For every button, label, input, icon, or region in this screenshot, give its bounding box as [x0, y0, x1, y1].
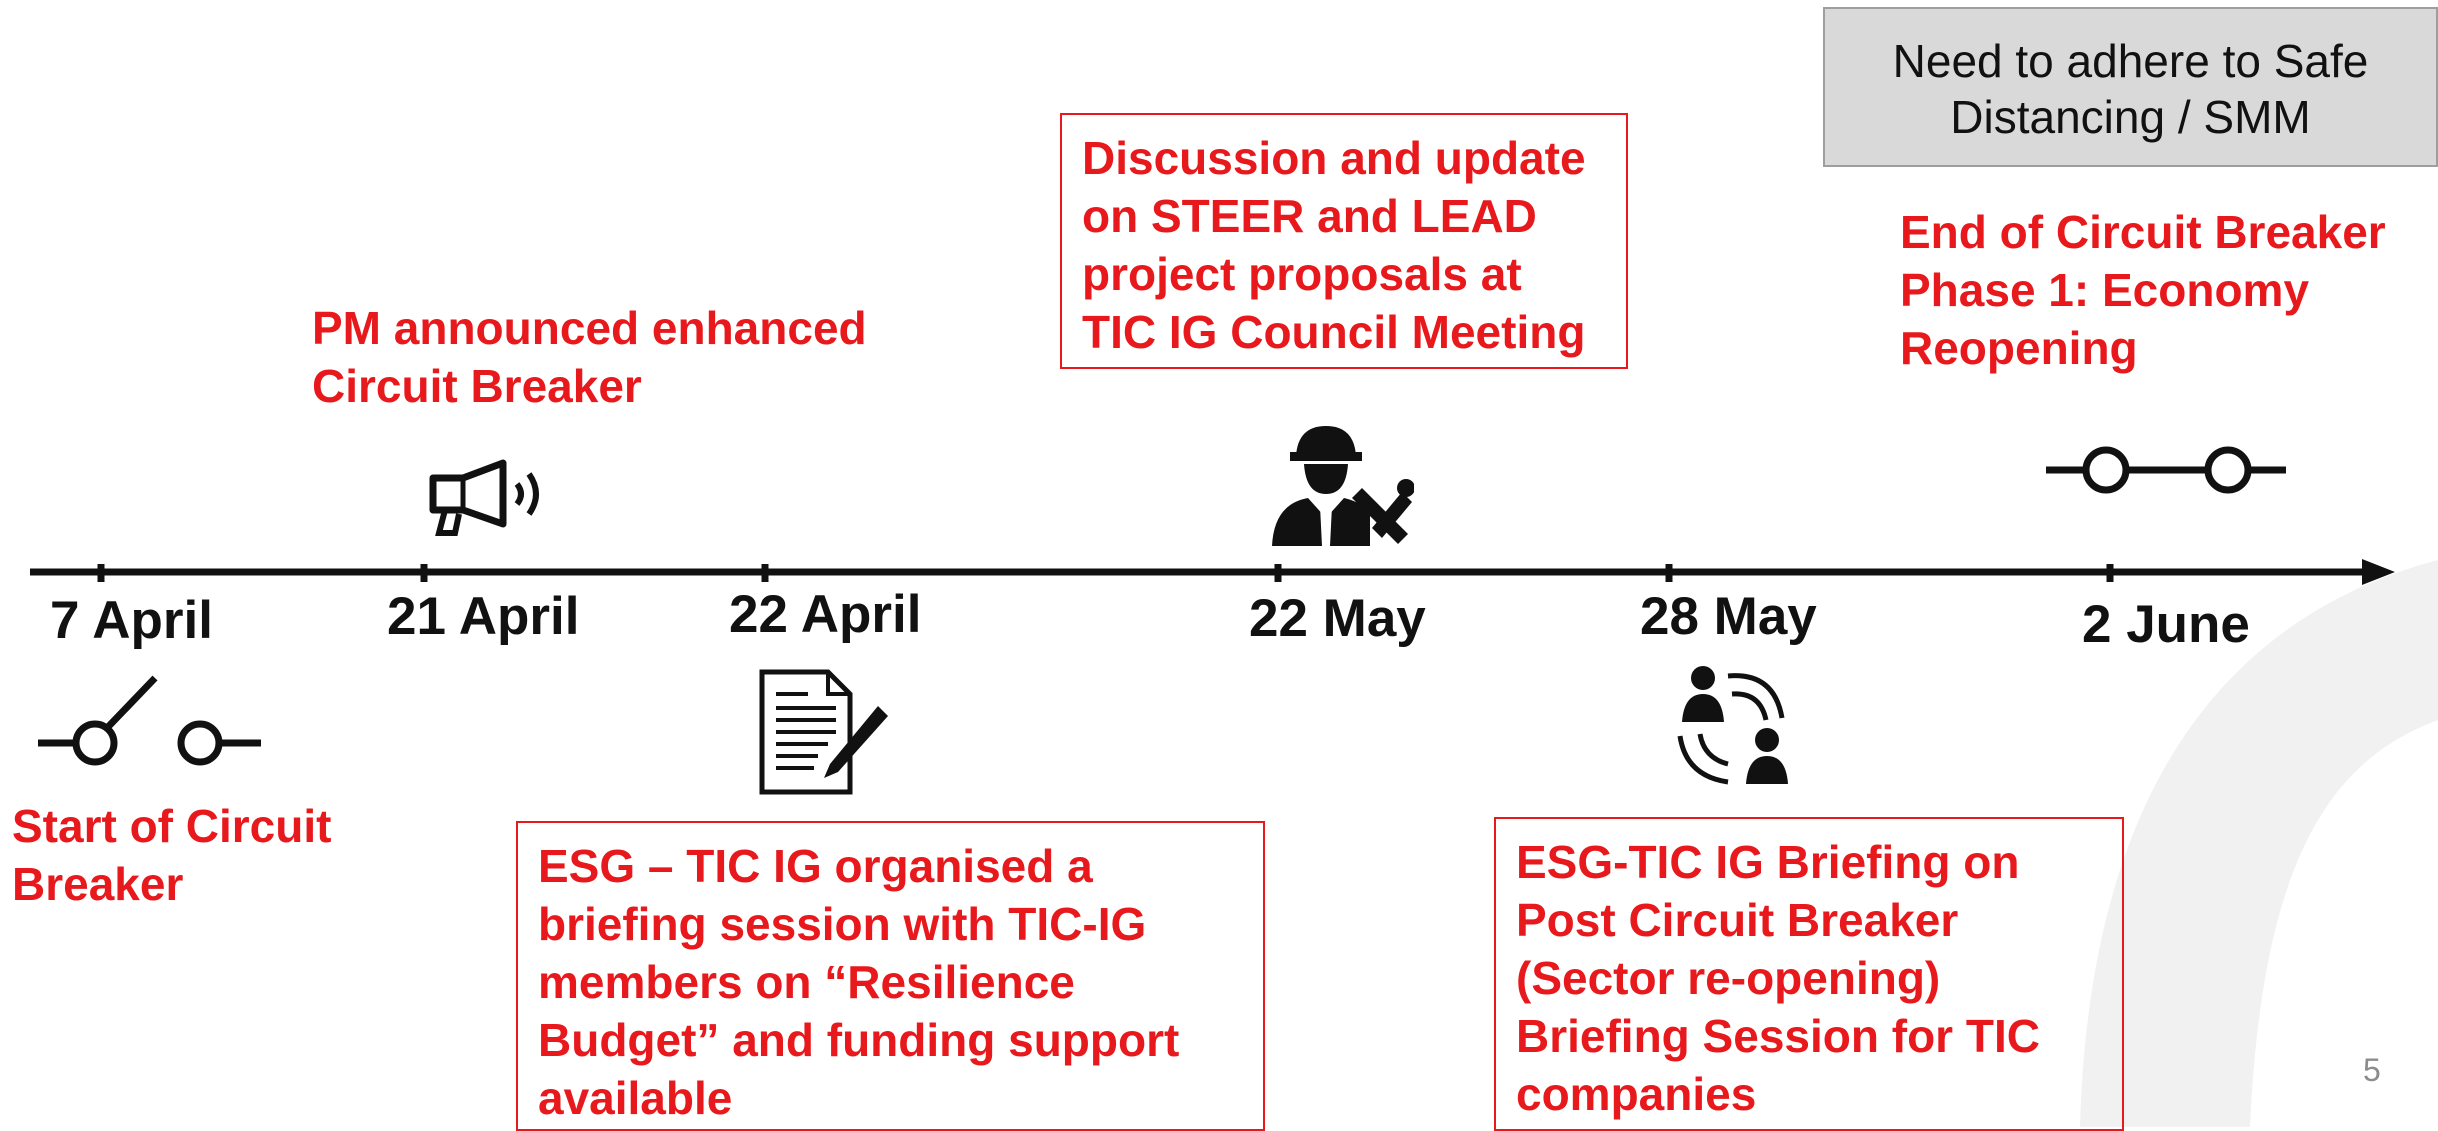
label-esg-briefing-box: ESG – TIC IG organised a briefing sessio… [516, 821, 1265, 1131]
date-22-april: 22 April [729, 585, 922, 644]
switch-open-icon [38, 675, 261, 766]
megaphone-icon [429, 459, 539, 536]
label-pm-announced: PM announced enhanced Circuit Breaker [312, 302, 867, 412]
label-post-cb-briefing-box: ESG-TIC IG Briefing on Post Circuit Brea… [1494, 817, 2124, 1131]
people-exchange-icon [1677, 666, 1788, 785]
page-number: 5 [2363, 1052, 2381, 1088]
switch-closed-icon [2046, 446, 2286, 494]
date-22-may: 22 May [1249, 589, 1426, 648]
date-28-may: 28 May [1640, 587, 1817, 646]
date-2-june: 2 June [2082, 595, 2250, 654]
document-pen-icon [759, 669, 888, 795]
label-start-circuit-breaker: Start of Circuit Breaker [12, 800, 332, 910]
date-21-april: 21 April [387, 587, 580, 646]
worker-tools-icon [1272, 426, 1414, 546]
axis-arrowhead [2362, 559, 2395, 585]
safe-distancing-notice: Need to adhere to Safe Distancing / SMM [1823, 7, 2438, 167]
date-7-april: 7 April [50, 591, 213, 650]
label-end-circuit-breaker: End of Circuit Breaker Phase 1: Economy … [1900, 206, 2386, 374]
label-council-meeting-box: Discussion and update on STEER and LEAD … [1060, 113, 1628, 369]
